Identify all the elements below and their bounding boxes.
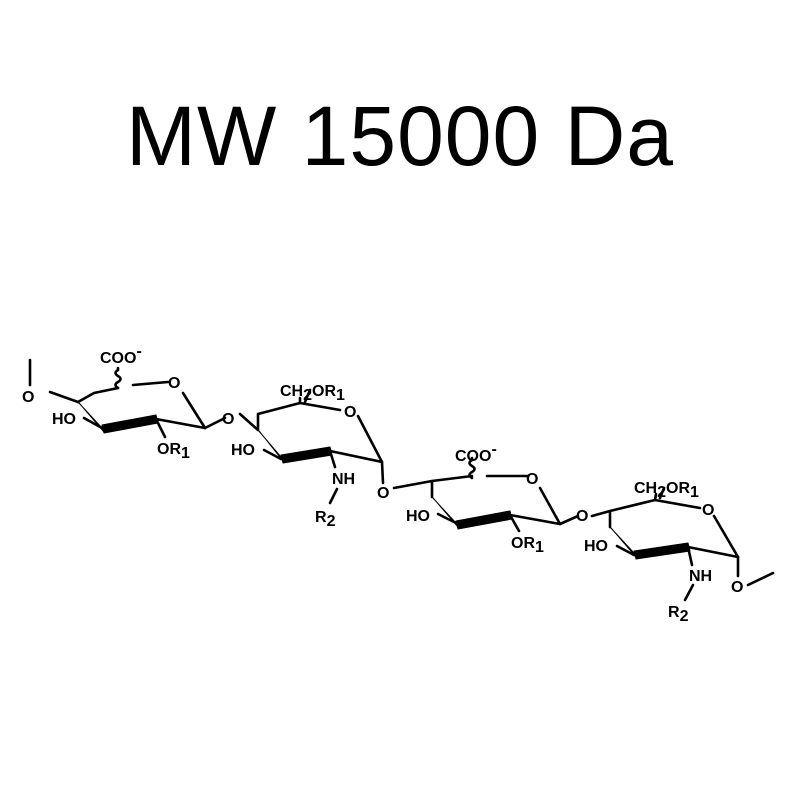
glucosamine-ring-4: O CH2OR1 HO NH R2 O	[584, 480, 775, 625]
ring4-r2-label: R2	[668, 604, 689, 625]
ring1-glycosidic-oxygen: O	[222, 411, 234, 428]
glucosamine-ring-2: O CH2OR1 HO NH R2 O	[231, 383, 389, 530]
ring3-or-bond	[508, 513, 521, 533]
ring3-ring-oxygen: O	[526, 471, 538, 488]
ring3-coo-charge: -	[491, 441, 496, 458]
ring1-ho-bond	[82, 416, 104, 430]
ring2-back-bonds	[238, 401, 384, 464]
ring4-ring-oxygen: O	[702, 502, 714, 519]
ring4-ch2-bond	[653, 486, 666, 502]
ring3-or1-label: OR1	[511, 535, 544, 556]
ring2-r-text: R	[315, 509, 327, 526]
ring4-ch-subscript: 2	[657, 484, 666, 501]
ring3-glycosidic-oxygen: O	[576, 508, 588, 525]
ring4-nh-r2-bond	[683, 583, 695, 602]
ring2-ch2or1-label: CH2OR1	[280, 383, 345, 404]
ring3-coo-squiggle	[468, 456, 476, 480]
ring1-left-o-bond	[48, 390, 80, 404]
ring2-glycosidic-bond	[380, 460, 385, 485]
ring2-nh-bond	[328, 449, 337, 469]
ring2-ho-label: HO	[231, 442, 255, 459]
left-oxygen: O	[22, 389, 34, 406]
ring1-or-subscript: 1	[181, 445, 190, 462]
ring3-front-wedge-bottom	[455, 510, 513, 530]
ring4-nh-bond	[686, 545, 694, 567]
ring1-or-text: OR	[157, 441, 181, 458]
ring1-or-bond	[154, 417, 167, 439]
ring3-or-subscript: 1	[535, 539, 544, 556]
ring3-ho-label: HO	[406, 508, 430, 525]
ring1-coo-label: COO-	[100, 343, 142, 367]
ring2-glycosidic-oxygen: O	[377, 485, 389, 502]
ring4-ho-label: HO	[584, 538, 608, 555]
ring2-ch2-bond	[298, 388, 312, 405]
ring3-coo-label: COO-	[455, 441, 497, 465]
ring1-coo-text: COO	[100, 350, 136, 367]
ring3-coo-text: COO	[455, 448, 491, 465]
ring1-coo-squiggle	[114, 366, 122, 390]
ring4-ho-bond	[615, 544, 636, 557]
ring2-or-subscript: 1	[336, 387, 345, 404]
ring2-ring-oxygen: O	[344, 404, 356, 421]
ring1-ring-oxygen: O	[168, 375, 180, 392]
ring1-front-wedge-bottom	[101, 414, 159, 434]
ring3-glycosidic-bond	[558, 514, 580, 526]
ring3-back-bonds	[392, 474, 562, 526]
ring3-or-text: OR	[511, 535, 535, 552]
ring4-front-wedge-left	[609, 526, 637, 558]
uronic-acid-ring-1: O O COO- HO OR1 O	[22, 343, 234, 462]
right-chain-bond	[746, 571, 775, 587]
ring1-coo-charge: -	[136, 343, 141, 360]
ring4-ch2or1-label: CH2OR1	[634, 480, 699, 501]
right-oxygen: O	[731, 579, 743, 596]
uronic-acid-ring-3: O COO- HO OR1 O	[392, 441, 588, 556]
ring4-or-subscript: 1	[690, 484, 699, 501]
ring4-or-text: OR	[666, 480, 690, 497]
ring4-back-bonds	[590, 498, 740, 559]
ring4-r-text: R	[668, 604, 680, 621]
ring2-ch-subscript: 2	[303, 387, 312, 404]
ring2-r2-label: R2	[315, 509, 336, 530]
ring4-ch-text: CH	[634, 480, 657, 497]
ring1-ho-label: HO	[52, 411, 76, 428]
ring2-nh-r2-bond	[328, 487, 339, 505]
ring2-ho-bond	[262, 448, 283, 461]
ring4-r-subscript: 2	[680, 608, 689, 625]
ring1-back-bonds	[76, 380, 207, 430]
ring2-or-text: OR	[312, 383, 336, 400]
ring1-or1-label: OR1	[157, 441, 190, 462]
ring2-front-wedge-left	[257, 429, 284, 462]
page-title: MW 15000 Da	[126, 89, 674, 183]
ring2-nh-label: NH	[332, 471, 355, 488]
ring1-glycosidic-bond	[203, 416, 227, 430]
ring3-ho-bond	[436, 512, 458, 525]
ring4-nh-label: NH	[689, 568, 712, 585]
ring4-front-wedge-bottom	[633, 542, 691, 560]
ring2-r-subscript: 2	[327, 513, 336, 530]
ring2-front-wedge-bottom	[280, 446, 333, 464]
ring2-ch-text: CH	[280, 383, 303, 400]
